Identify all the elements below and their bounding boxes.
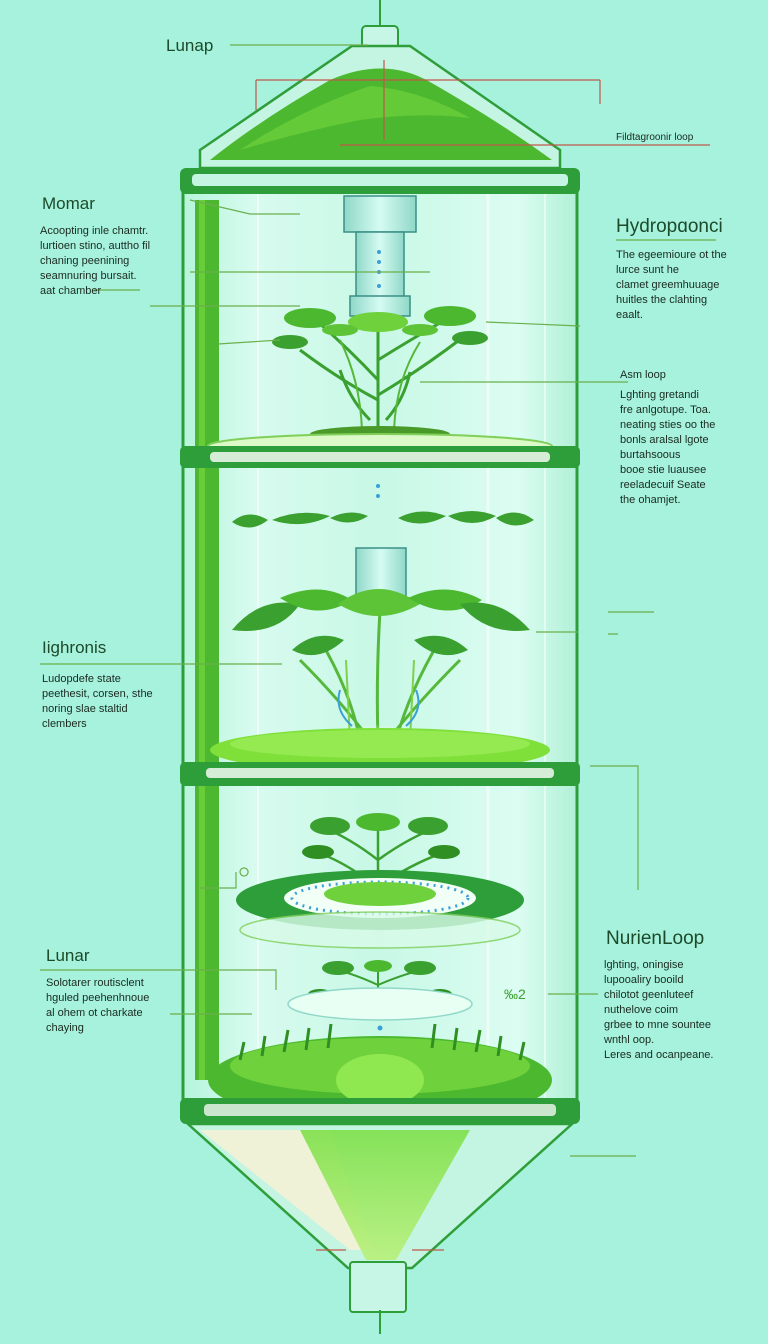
plant-tier-4	[308, 960, 452, 1000]
moss-column	[195, 200, 219, 1080]
moss-column-texture	[199, 200, 205, 1080]
bottom-funnel-green	[300, 1130, 470, 1260]
central-pipe-top	[355, 231, 405, 303]
bottom-moss-mound	[336, 1054, 424, 1106]
label-right2-title: Asm loop	[620, 369, 666, 381]
label-left3-title: Lunar	[46, 946, 90, 965]
label-left2-desc: Ludopdefe state peethesit, corsen, sthe …	[42, 673, 153, 730]
leaves-tier-2	[232, 511, 534, 528]
central-pipe-cap	[343, 195, 417, 233]
water-drops-mid	[376, 484, 380, 498]
label-right3-desc: lghting, oningise lupooaliry booild chil…	[604, 959, 714, 1061]
label-right1-desc: The egeemioure ot the lurce sunt he clam…	[616, 249, 727, 321]
label-right3-title: NurienLoop	[606, 928, 705, 949]
label-left1-desc: Acoopting inle chamtr. lurtioen stino, a…	[40, 225, 151, 297]
disc-tier-3-center	[324, 882, 436, 906]
shelf-2-ring-inner	[206, 768, 554, 778]
bottom-outlet	[349, 1261, 407, 1313]
label-tag: ‰2	[504, 986, 526, 1002]
label-top-title: Lunap	[166, 36, 214, 55]
tube-body	[181, 178, 579, 1112]
shelf-2-moss-top	[230, 730, 530, 758]
disc-tier-3-plate	[239, 911, 521, 949]
label-right2-desc: Lghting gretandi fre anlgotupe. Toa. nea…	[620, 389, 716, 506]
label-right1-title: Hydropɑonci	[616, 216, 723, 237]
label-top-right-title: Fildtagroonir loop	[616, 132, 694, 143]
tray-tier-4	[287, 987, 473, 1021]
leader-lines	[40, 44, 716, 1251]
bottom-ring-inner	[204, 1104, 556, 1116]
top-ring-inner	[192, 174, 568, 186]
label-left2-title: Iighronis	[42, 638, 107, 657]
label-left1-title: Momar	[42, 194, 95, 213]
top-moss-highlight	[240, 86, 470, 150]
shelf-1-ring-inner	[210, 452, 550, 462]
label-left3-desc: Solotarer routisclent hguled peehenhnoue…	[46, 977, 150, 1034]
bottom-grass-blades	[238, 1023, 526, 1061]
